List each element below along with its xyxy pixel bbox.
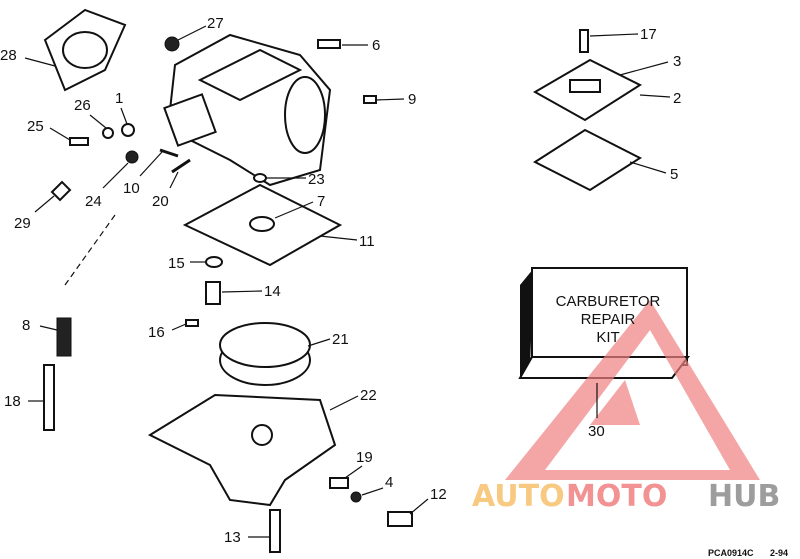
- cover-2: [532, 58, 643, 122]
- callout-12: 12: [430, 486, 447, 503]
- callout-28: 28: [0, 47, 17, 64]
- callout-21: 21: [332, 331, 349, 348]
- watermark-auto: AUTO: [472, 479, 565, 514]
- callout-29: 29: [14, 215, 31, 232]
- jet-19: [329, 477, 349, 489]
- callout-10: 10: [123, 180, 140, 197]
- callout-27: 27: [207, 15, 224, 32]
- callout-14: 14: [264, 283, 281, 300]
- callout-9: 9: [408, 91, 416, 108]
- callout-17: 17: [640, 26, 657, 43]
- o-ring-23: [253, 173, 267, 183]
- callout-7: 7: [317, 193, 325, 210]
- pin-10: [159, 148, 179, 158]
- watermark-hub: HUB: [708, 479, 780, 514]
- pin-20: [171, 158, 191, 174]
- callout-24: 24: [85, 193, 102, 210]
- dashed-line: [64, 214, 116, 286]
- callout-13: 13: [224, 529, 241, 546]
- callout-2: 2: [673, 90, 681, 107]
- screw-13: [269, 509, 281, 553]
- repair-kit-box: [518, 267, 691, 379]
- leader-lines: [24, 25, 671, 538]
- callout-20: 20: [152, 193, 169, 210]
- screw-17: [579, 29, 589, 53]
- callout-25: 25: [27, 118, 44, 135]
- callout-15: 15: [168, 255, 185, 272]
- callout-30: 30: [588, 423, 605, 440]
- screw-9: [363, 95, 377, 104]
- float-bowl-22: [147, 393, 337, 507]
- nut-24: [125, 150, 139, 164]
- callout-5: 5: [670, 166, 678, 183]
- washer-4: [350, 491, 362, 503]
- fitting-29: [50, 180, 72, 202]
- gasket-7-11: [182, 183, 343, 267]
- plug-12: [387, 511, 413, 527]
- callout-6: 6: [372, 37, 380, 54]
- callout-4: 4: [385, 474, 393, 491]
- callout-19: 19: [356, 449, 373, 466]
- callout-23: 23: [308, 171, 325, 188]
- kit-label-line1: CARBURETOR: [556, 293, 661, 310]
- callout-26: 26: [74, 97, 91, 114]
- kit-label-line2: REPAIR: [581, 311, 636, 328]
- pin-16: [185, 319, 199, 327]
- float-21: [219, 322, 311, 386]
- callout-8: 8: [22, 317, 30, 334]
- figure-date: 2-94: [770, 548, 788, 558]
- callout-18: 18: [4, 393, 21, 410]
- gasket-28: [43, 8, 127, 92]
- callout-3: 3: [673, 53, 681, 70]
- carburetor-body: [163, 33, 332, 187]
- figure-code: PCA0914C: [708, 548, 754, 558]
- washer-1: [121, 123, 135, 137]
- screw-6: [317, 39, 341, 49]
- washer-26: [102, 127, 114, 139]
- screw-25: [69, 137, 89, 146]
- spring-8: [56, 317, 72, 357]
- callout-16: 16: [148, 324, 165, 341]
- watermark-logo: [505, 300, 760, 480]
- nut-27: [164, 36, 180, 52]
- washer-15: [205, 256, 223, 268]
- screw-18: [43, 364, 55, 431]
- callout-1: 1: [115, 90, 123, 107]
- kit-label-line3: KIT: [596, 329, 619, 346]
- callout-11: 11: [359, 233, 375, 250]
- watermark-moto: MOTO: [566, 479, 667, 514]
- callout-22: 22: [360, 387, 377, 404]
- gasket-5: [532, 128, 643, 192]
- needle-valve-14: [205, 281, 221, 305]
